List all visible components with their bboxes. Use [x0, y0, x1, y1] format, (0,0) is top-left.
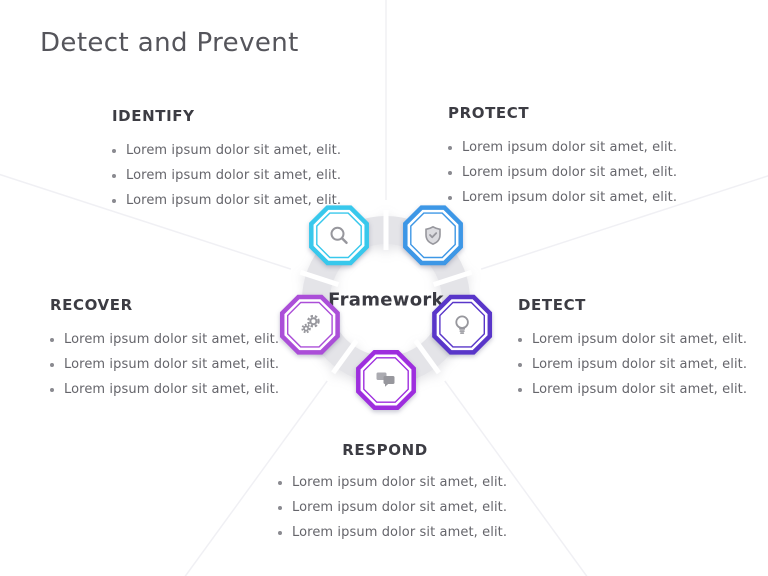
framework-ring-diagram: Framework: [279, 205, 493, 410]
bullet-dot: [50, 363, 54, 367]
chat-icon: [376, 372, 395, 387]
bullet-text: Lorem ipsum dolor sit amet, elit.: [126, 143, 342, 158]
list-item: Lorem ipsum dolor sit amet, elit.: [448, 141, 677, 155]
octagon-detect: [432, 294, 493, 355]
section-recover-heading: RECOVER: [50, 296, 133, 314]
bullet-dot: [50, 388, 54, 392]
section-respond-heading: RESPOND: [342, 441, 428, 459]
section-respond-bullets: Lorem ipsum dolor sit amet, elit. Lorem …: [278, 476, 507, 551]
divider-line: [444, 380, 588, 576]
bullet-dot: [448, 196, 452, 200]
bullet-dot: [112, 149, 116, 153]
octagon-inner: [287, 301, 333, 348]
section-respond: RESPOND: [342, 441, 428, 459]
section-identify: IDENTIFY: [112, 107, 195, 125]
bullet-text: Lorem ipsum dolor sit amet, elit.: [532, 357, 748, 372]
octagon-recover: [279, 294, 340, 355]
section-identify-bullets: Lorem ipsum dolor sit amet, elit. Lorem …: [112, 144, 341, 219]
bullet-dot: [50, 338, 54, 342]
section-detect-bullets: Lorem ipsum dolor sit amet, elit. Lorem …: [518, 333, 747, 408]
divider-line: [0, 173, 292, 270]
octagon-outer: [432, 294, 493, 355]
octagon-inner: [410, 212, 456, 259]
list-item: Lorem ipsum dolor sit amet, elit.: [112, 194, 341, 208]
list-item: Lorem ipsum dolor sit amet, elit.: [278, 476, 507, 490]
bullet-text: Lorem ipsum dolor sit amet, elit.: [462, 140, 678, 155]
bullet-dot: [278, 531, 282, 535]
bullet-text: Lorem ipsum dolor sit amet, elit.: [126, 168, 342, 183]
octagon-outer: [309, 205, 369, 266]
list-item: Lorem ipsum dolor sit amet, elit.: [112, 169, 341, 183]
octagon-outer: [279, 294, 340, 355]
divider-line: [184, 380, 328, 576]
section-identify-heading: IDENTIFY: [112, 107, 195, 125]
bullet-text: Lorem ipsum dolor sit amet, elit.: [64, 382, 280, 397]
list-item: Lorem ipsum dolor sit amet, elit.: [50, 333, 279, 347]
octagon-inner: [439, 301, 486, 348]
bullet-text: Lorem ipsum dolor sit amet, elit.: [64, 332, 280, 347]
bullet-text: Lorem ipsum dolor sit amet, elit.: [292, 525, 508, 540]
section-detect-heading: DETECT: [518, 296, 587, 314]
list-item: Lorem ipsum dolor sit amet, elit.: [448, 166, 677, 180]
list-item: Lorem ipsum dolor sit amet, elit.: [448, 191, 677, 205]
bullet-dot: [518, 388, 522, 392]
list-item: Lorem ipsum dolor sit amet, elit.: [518, 383, 747, 397]
octagon-protect: [403, 205, 463, 266]
bullet-dot: [518, 338, 522, 342]
list-item: Lorem ipsum dolor sit amet, elit.: [278, 501, 507, 515]
bullet-dot: [112, 199, 116, 203]
shield-check-icon: [425, 225, 441, 245]
bullet-dot: [278, 506, 282, 510]
bullet-dot: [448, 146, 452, 150]
list-item: Lorem ipsum dolor sit amet, elit.: [50, 383, 279, 397]
gears-icon: [301, 314, 320, 334]
bullet-text: Lorem ipsum dolor sit amet, elit.: [126, 193, 342, 208]
list-item: Lorem ipsum dolor sit amet, elit.: [278, 526, 507, 540]
search-icon: [330, 226, 348, 245]
bullet-dot: [278, 481, 282, 485]
octagon-inner: [363, 357, 409, 403]
list-item: Lorem ipsum dolor sit amet, elit.: [518, 358, 747, 372]
bullet-dot: [448, 171, 452, 175]
bullet-dot: [518, 363, 522, 367]
bullet-text: Lorem ipsum dolor sit amet, elit.: [64, 357, 280, 372]
section-recover-bullets: Lorem ipsum dolor sit amet, elit. Lorem …: [50, 333, 279, 408]
bullet-text: Lorem ipsum dolor sit amet, elit.: [292, 475, 508, 490]
section-protect-bullets: Lorem ipsum dolor sit amet, elit. Lorem …: [448, 141, 677, 216]
lightbulb-icon: [455, 315, 469, 334]
octagon-respond: [356, 350, 416, 410]
divider-line: [480, 175, 768, 270]
list-item: Lorem ipsum dolor sit amet, elit.: [112, 144, 341, 158]
bullet-text: Lorem ipsum dolor sit amet, elit.: [292, 500, 508, 515]
ring-segment-gaps: [299, 210, 473, 375]
octagon-identify: [309, 205, 369, 266]
bullet-text: Lorem ipsum dolor sit amet, elit.: [532, 382, 748, 397]
bullet-text: Lorem ipsum dolor sit amet, elit.: [462, 165, 678, 180]
section-protect: PROTECT: [448, 104, 529, 122]
framework-center-label: Framework: [328, 290, 444, 311]
section-recover: RECOVER: [50, 296, 133, 314]
octagon-inner: [316, 212, 362, 259]
bullet-text: Lorem ipsum dolor sit amet, elit.: [462, 190, 678, 205]
section-detect: DETECT: [518, 296, 586, 314]
bullet-dot: [112, 174, 116, 178]
bullet-text: Lorem ipsum dolor sit amet, elit.: [532, 332, 748, 347]
list-item: Lorem ipsum dolor sit amet, elit.: [50, 358, 279, 372]
list-item: Lorem ipsum dolor sit amet, elit.: [518, 333, 747, 347]
page-title: Detect and Prevent: [40, 28, 299, 58]
section-protect-heading: PROTECT: [448, 104, 530, 122]
